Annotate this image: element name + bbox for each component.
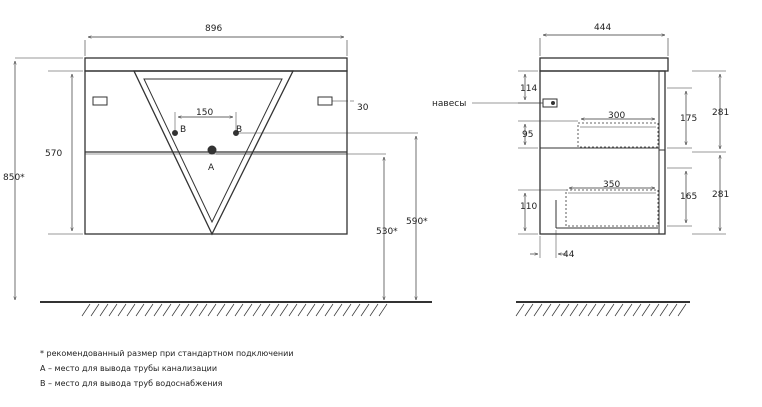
- drain-height-label: 530*: [376, 227, 398, 237]
- floor-hatch-line: [117, 303, 127, 317]
- side-dim-114-label: 114: [520, 84, 537, 94]
- floor-hatch-line: [533, 303, 543, 317]
- floor-hatch-line: [632, 303, 642, 317]
- floor-hatch-line: [234, 303, 244, 317]
- floor-hatch-line: [216, 303, 226, 317]
- note-drain: A – место для вывода трубы канализации: [40, 364, 218, 373]
- side-dim-110-label: 110: [520, 202, 537, 212]
- floor-front: [40, 301, 432, 317]
- supply-height-label: 590*: [406, 217, 428, 227]
- hinge-label: навесы: [432, 99, 466, 109]
- floor-hatch-line: [369, 303, 379, 317]
- floor-hatch-line: [614, 303, 624, 317]
- floor-hatch-line: [360, 303, 370, 317]
- floor-hatch-line: [623, 303, 633, 317]
- floor-hatch-line: [153, 303, 163, 317]
- floor-hatch-line: [306, 303, 316, 317]
- front-hinge-left: [92, 96, 108, 106]
- floor-hatch-line: [225, 303, 235, 317]
- front-v-decoration-outer: [132, 70, 295, 236]
- side-dim-165-label: 165: [680, 192, 697, 202]
- supply-point-left: [172, 130, 178, 136]
- front-v-decoration-inner: [143, 78, 283, 224]
- drain-point: [207, 145, 217, 155]
- floor-hatch-line: [90, 303, 100, 317]
- floor-hatch-line: [333, 303, 343, 317]
- floor-hatch-line: [605, 303, 615, 317]
- side-drawer-bottom: [565, 189, 659, 227]
- floor-hatch-line: [378, 303, 388, 317]
- floor-hatch-line: [180, 303, 190, 317]
- floor-hatch-line: [587, 303, 597, 317]
- side-drawer-top: [577, 122, 659, 148]
- floor-hatch-line: [542, 303, 552, 317]
- supply-label-left: B: [180, 125, 186, 135]
- floor-hatch-line: [252, 303, 262, 317]
- drain-label: A: [208, 163, 215, 173]
- floor-hatch-line: [524, 303, 534, 317]
- floor-hatch-line: [198, 303, 208, 317]
- floor-hatch-line: [288, 303, 298, 317]
- floor-hatch-line: [596, 303, 606, 317]
- side-dim-281-top-label: 281: [712, 108, 729, 118]
- note-supply: B – место для вывода труб водоснабжения: [40, 379, 223, 388]
- floor-hatch-line: [551, 303, 561, 317]
- side-depth-label: 444: [594, 23, 611, 33]
- drawer-bottom-depth-label: 350: [603, 180, 620, 190]
- floor-hatch-line: [677, 303, 687, 317]
- floor-hatch-line: [297, 303, 307, 317]
- front-width-label: 896: [205, 24, 222, 34]
- floor-hatch-line: [641, 303, 651, 317]
- front-tap-spacing-label: 150: [196, 108, 213, 118]
- floor-hatch-line: [560, 303, 570, 317]
- floor-hatch-line: [279, 303, 289, 317]
- drawer-top-depth-label: 300: [608, 111, 625, 121]
- side-dim-175-label: 175: [680, 114, 697, 124]
- side-view: [472, 35, 726, 258]
- floor-hatch-line: [126, 303, 136, 317]
- floor-hatch-line: [324, 303, 334, 317]
- floor-hatch-line: [668, 303, 678, 317]
- floor-hatch-line: [270, 303, 280, 317]
- floor-side: [515, 301, 690, 317]
- floor-hatch-line: [569, 303, 579, 317]
- notes: * рекомендованный размер при стандартном…: [40, 346, 294, 391]
- front-height-total-label: 850*: [3, 173, 25, 183]
- side-dim-281-bottom-label: 281: [712, 190, 729, 200]
- floor-hatch-line: [351, 303, 361, 317]
- side-dim-44-label: 44: [563, 250, 575, 260]
- floor-hatch-line: [162, 303, 172, 317]
- floor-hatch-line: [144, 303, 154, 317]
- floor-hatch-line: [578, 303, 588, 317]
- floor-hatch-line: [108, 303, 118, 317]
- front-height-body-label: 570: [45, 149, 62, 159]
- floor-hatch-line: [99, 303, 109, 317]
- front-countertop: [84, 57, 348, 72]
- floor-hatch-line: [171, 303, 181, 317]
- floor-hatch-line: [81, 303, 91, 317]
- floor-hatch-line: [261, 303, 271, 317]
- floor-hatch-line: [515, 303, 525, 317]
- side-countertop: [539, 57, 669, 72]
- supply-label-right: B: [236, 125, 242, 135]
- note-recommended: * рекомендованный размер при стандартном…: [40, 349, 294, 358]
- front-hinge-offset-label: 30: [357, 103, 369, 113]
- floor-hatch-line: [315, 303, 325, 317]
- supply-point-right: [233, 130, 239, 136]
- side-cabinet-body: [539, 70, 666, 235]
- floor-hatch-line: [243, 303, 253, 317]
- floor-hatch-line: [650, 303, 660, 317]
- floor-hatch-line: [189, 303, 199, 317]
- floor-hatch-line: [135, 303, 145, 317]
- side-dim-95-label: 95: [522, 130, 533, 140]
- floor-hatch-line: [207, 303, 217, 317]
- front-hinge-right: [317, 96, 333, 106]
- front-view: [15, 37, 418, 300]
- floor-hatch-line: [342, 303, 352, 317]
- floor-hatch-line: [659, 303, 669, 317]
